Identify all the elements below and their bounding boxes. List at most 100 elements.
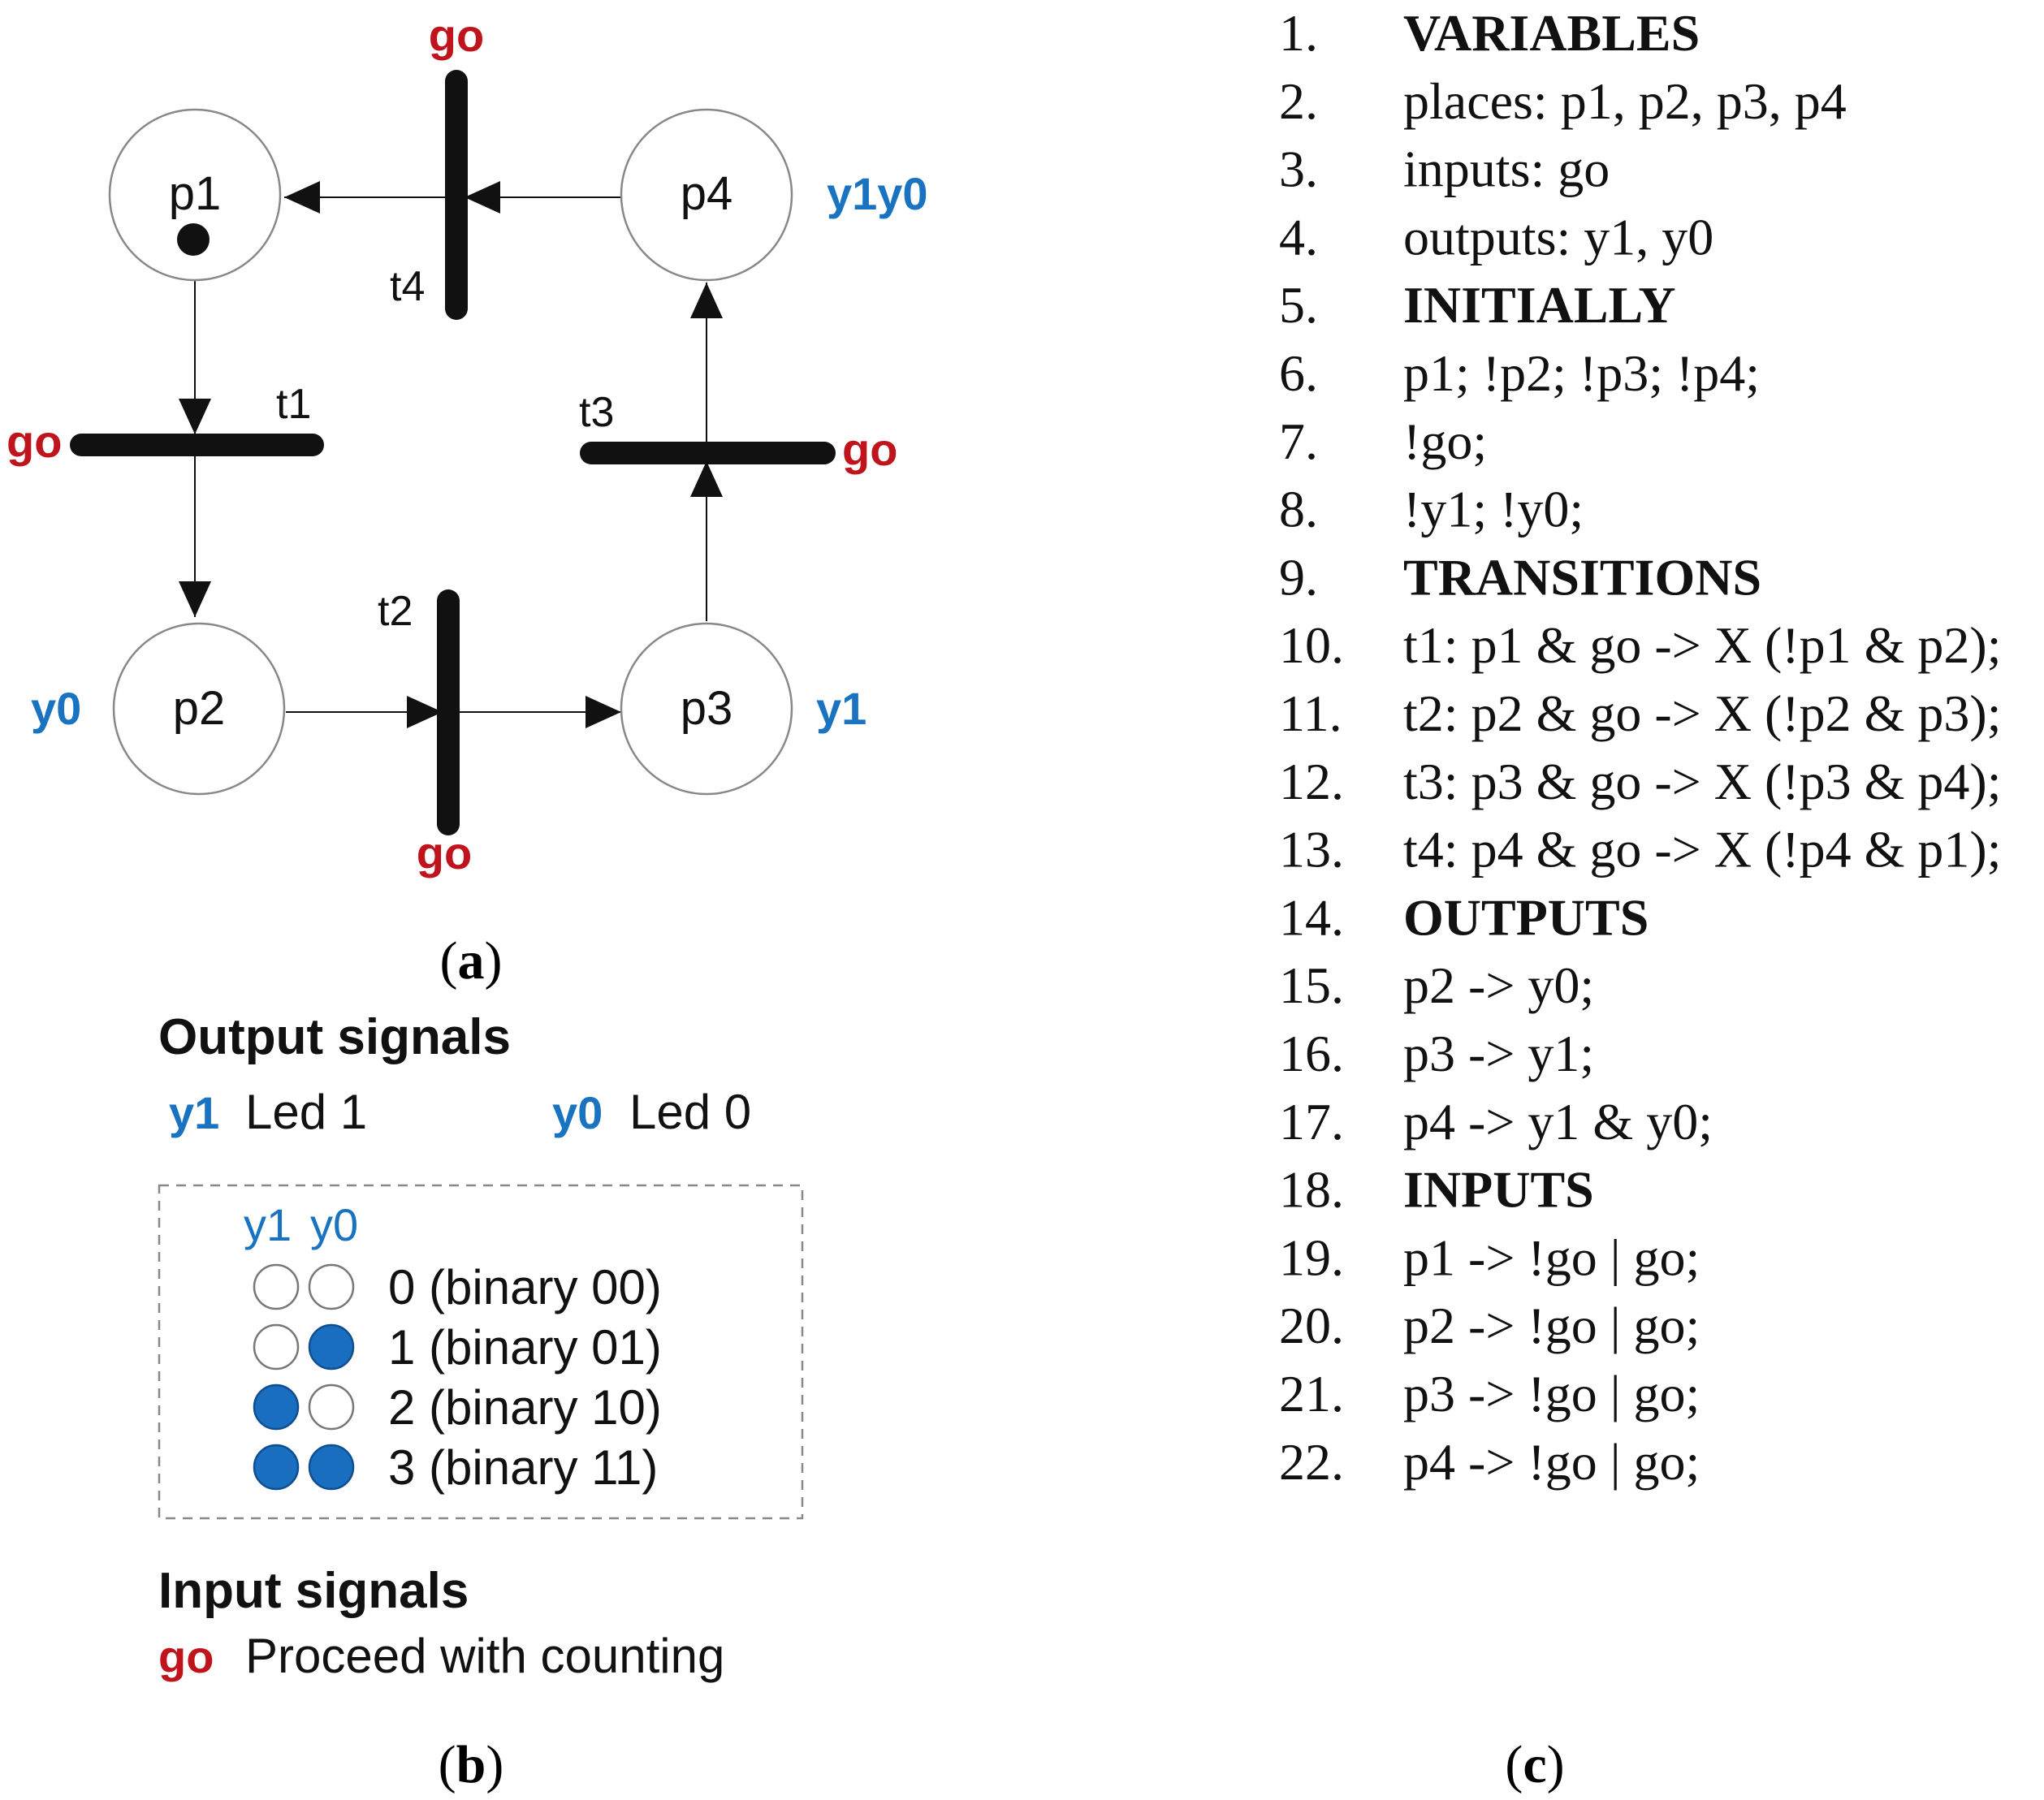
code-line: 13. t4: p4 & go -> X (!p4 & p1); [1279, 821, 2001, 878]
code-text: t2: p2 & go -> X (!p2 & p3); [1403, 684, 2001, 742]
line-number: 6. [1279, 344, 1318, 402]
place-label-p1: p1 [169, 167, 222, 220]
transition-label-t4: t4 [390, 263, 425, 310]
code-line: 9. TRANSITIONS [1279, 548, 1761, 606]
led-table-box [158, 1184, 804, 1520]
transition-t4: t4 go [390, 10, 484, 320]
input-label-t4: go [429, 10, 484, 61]
line-number: 8. [1279, 481, 1318, 538]
signal-desc-go: Proceed with counting [245, 1629, 724, 1683]
led-row: 2 (binary 10) [253, 1380, 662, 1435]
transition-label-t2: t2 [378, 588, 413, 635]
line-number: 14. [1279, 888, 1344, 946]
line-number: 1. [1279, 4, 1318, 62]
code-line: 18. INPUTS [1279, 1161, 1594, 1219]
signal-desc-y1: Led 1 [245, 1085, 367, 1139]
code-text: p2 -> y0; [1403, 956, 1594, 1014]
led-y0-on [308, 1444, 355, 1491]
section-heading: VARIABLES [1403, 4, 1700, 62]
line-number: 21. [1279, 1365, 1344, 1422]
input-label-t2: go [417, 827, 472, 878]
input-label-t1: go [6, 416, 62, 467]
place-p1: p1 [108, 108, 282, 282]
led-y1-on [253, 1444, 300, 1491]
led-y0-off [308, 1383, 355, 1431]
section-heading: INITIALLY [1403, 276, 1676, 334]
code-line: 17. p4 -> y1 & y0; [1279, 1093, 1713, 1150]
led-row-label: 3 (binary 11) [388, 1440, 658, 1495]
code-line: 10. t1: p1 & go -> X (!p1 & p2); [1279, 616, 2001, 674]
code-text: t3: p3 & go -> X (!p3 & p4); [1403, 753, 2001, 810]
section-heading: TRANSITIONS [1403, 548, 1761, 606]
output-label-p4: y1y0 [827, 168, 928, 219]
line-number: 20. [1279, 1297, 1344, 1354]
led-y0-on [308, 1323, 355, 1371]
line-number: 9. [1279, 548, 1318, 606]
line-number: 13. [1279, 821, 1344, 878]
petri-net-panel: p1 p2 p3 p4 t1 go t2 go t3 go [6, 10, 928, 991]
section-heading: INPUTS [1403, 1161, 1594, 1219]
input-legend-go: go Proceed with counting [158, 1629, 724, 1683]
transition-label-t1: t1 [276, 381, 311, 428]
caption-b: (b) [439, 1735, 504, 1794]
transition-t2: t2 go [378, 588, 472, 878]
place-p3: p3 [620, 622, 793, 796]
token [177, 223, 210, 256]
code-line: 21.p3 -> !go | go; [1279, 1365, 1700, 1422]
output-signals-header: Output signals [158, 1009, 511, 1065]
code-line: 15.p2 -> y0; [1279, 956, 1594, 1014]
signal-desc-y0: Led 0 [629, 1085, 751, 1139]
code-text: outputs: y1, y0 [1403, 208, 1713, 265]
output-label-p3: y1 [816, 683, 866, 734]
led-y1-off [253, 1263, 300, 1310]
code-line: 20. p2 -> !go | go; [1279, 1297, 1700, 1354]
code-text: p2 -> !go | go; [1403, 1297, 1700, 1354]
code-text: p4 -> y1 & y0; [1403, 1093, 1713, 1150]
line-number: 3. [1279, 140, 1318, 198]
code-text: t1: p1 & go -> X (!p1 & p2); [1403, 616, 2001, 674]
code-text: t4: p4 & go -> X (!p4 & p1); [1403, 821, 2001, 878]
code-line: 11. t2: p2 & go -> X (!p2 & p3); [1279, 684, 2001, 742]
arcs [179, 181, 723, 728]
code-text: !go; [1403, 412, 1487, 470]
code-panel: 1. VARIABLES 2.places: p1, p2, p3, p4 3. inp… [1279, 4, 2001, 1794]
line-number: 18. [1279, 1161, 1344, 1219]
led-row-label: 2 (binary 10) [388, 1380, 662, 1435]
line-number: 10. [1279, 616, 1344, 674]
code-line: 16.p3 -> y1; [1279, 1025, 1594, 1082]
section-heading: OUTPUTS [1403, 888, 1649, 946]
transition-t3: t3 go [579, 389, 897, 475]
code-text: p4 -> !go | go; [1403, 1433, 1700, 1491]
line-number: 17. [1279, 1093, 1344, 1150]
code-text: inputs: go [1403, 140, 1610, 198]
caption-c: (c) [1505, 1735, 1564, 1794]
output-label-p2: y0 [31, 683, 81, 734]
led-y1-off [253, 1323, 300, 1371]
led-rows: 0 (binary 00) 1 (binary 01)2 (binary 10)3… [253, 1260, 662, 1495]
code-line: 12.t3: p3 & go -> X (!p3 & p4); [1279, 753, 2001, 810]
code-text: p1; !p2; !p3; !p4; [1403, 344, 1760, 402]
table-header-y0: y0 [310, 1199, 358, 1250]
led-row-label: 0 (binary 00) [388, 1260, 662, 1314]
code-line: 19.p1 -> !go | go; [1279, 1228, 1700, 1286]
line-number: 7. [1279, 412, 1318, 470]
code-line: 7. !go; [1279, 412, 1487, 470]
code-lines: 1. VARIABLES 2.places: p1, p2, p3, p4 3. inp… [1279, 4, 2001, 1491]
transition-t1: t1 go [6, 381, 324, 467]
line-number: 22. [1279, 1433, 1344, 1491]
transition-label-t3: t3 [579, 389, 614, 436]
led-row: 0 (binary 00) [253, 1260, 662, 1314]
line-number: 11. [1279, 684, 1342, 742]
code-text: p1 -> !go | go; [1403, 1228, 1700, 1286]
line-number: 16. [1279, 1025, 1344, 1082]
code-line: 4.outputs: y1, y0 [1279, 208, 1713, 265]
place-p2: p2 [112, 622, 286, 796]
output-legend-y0: y0 Led 0 [552, 1085, 751, 1139]
led-row: 1 (binary 01) [253, 1320, 662, 1375]
led-y0-off [308, 1263, 355, 1310]
place-label-p4: p4 [681, 167, 733, 220]
code-line: 2.places: p1, p2, p3, p4 [1279, 72, 1847, 130]
line-number: 2. [1279, 72, 1318, 130]
code-line: 6. p1; !p2; !p3; !p4; [1279, 344, 1760, 402]
